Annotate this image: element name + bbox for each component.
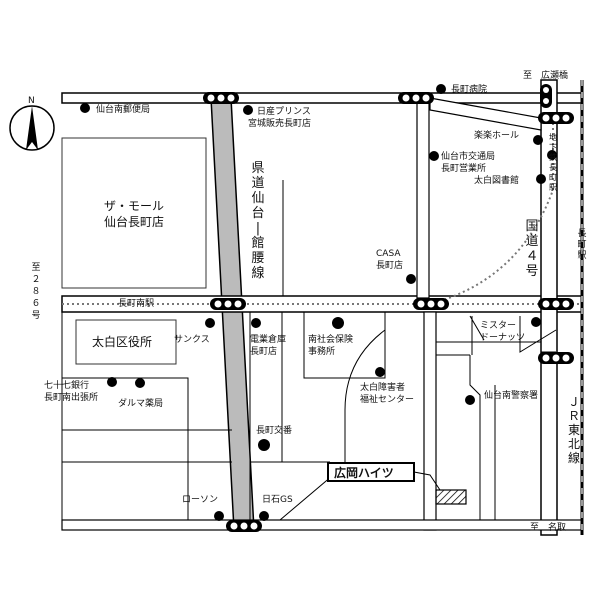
koban-label: 長町交番: [256, 424, 292, 436]
route4-char: 号: [525, 264, 538, 279]
ward-office-label: 太白区役所: [92, 334, 152, 349]
destination-building: [435, 489, 467, 505]
signal-icon: [538, 352, 574, 364]
compass-north-label: N: [28, 96, 35, 106]
destination-label: 広岡ハイツ: [334, 465, 394, 480]
shaho-label-1: 南社会保険: [308, 333, 353, 345]
signal-icon: [413, 298, 449, 310]
kendo-char: 道: [251, 176, 264, 191]
fukushi-label-2: 福祉センター: [360, 393, 414, 405]
top-road: [61, 92, 583, 104]
r286-char: ２: [31, 275, 40, 285]
landmark-dots: [80, 84, 557, 521]
kotsu-label-2: 長町営業所: [441, 162, 486, 174]
post-office-label: 仙台南郵便局: [96, 103, 150, 115]
kendo-char: 線: [251, 265, 264, 281]
signal-icon: [398, 92, 434, 104]
kendo-char: 仙: [251, 191, 264, 206]
subway-char: 駅: [549, 183, 557, 192]
misdo-label-1: ミスター: [480, 320, 516, 331]
police-label: 仙台南警察署: [484, 389, 538, 401]
subway-char: 鉄: [549, 152, 557, 162]
lower-center-road: [423, 311, 437, 531]
compass-icon: N: [9, 96, 55, 151]
shaho-label-2: 事務所: [308, 345, 335, 357]
nisseki-label: 日石GS: [262, 494, 293, 505]
jr-char: Ｒ: [568, 409, 580, 423]
jr-char: 線: [568, 450, 580, 465]
subway-char: 下: [549, 143, 557, 152]
subway-station-label: 長町南駅: [118, 297, 154, 309]
the-mall-label-1: ザ・モール: [104, 199, 164, 213]
minor-streets: [61, 180, 557, 521]
fukushi-label-1: 太白障害者: [360, 381, 405, 393]
jr-char: Ｊ: [568, 395, 580, 409]
traffic-signals: [203, 84, 574, 532]
subway-char: 町: [549, 173, 557, 182]
sunkus-label: サンクス: [174, 334, 210, 345]
kendo-char: 台: [251, 206, 264, 221]
bank77-label-1: 七十七銀行: [44, 379, 89, 391]
densan-label-1: 電業倉庫: [250, 333, 286, 345]
route4-char: 国: [525, 219, 538, 234]
route4-char: ４: [525, 249, 538, 264]
the-mall-label-2: 仙台長町店: [104, 214, 164, 229]
kendo-char: 腰: [251, 251, 264, 266]
subway-char: 長: [549, 163, 557, 172]
nissan-label-1: 日産プリンス: [257, 105, 311, 117]
misdo-label-2: ドーナッツ: [480, 332, 525, 343]
the-mall-building: [61, 137, 207, 289]
kendo-char: 館: [251, 236, 264, 251]
kotsu-label-1: 仙台市交通局: [441, 150, 495, 162]
station-char: 町: [577, 240, 586, 250]
jr-char: 東: [568, 423, 580, 437]
nagamachi-station-label: 長町駅: [577, 228, 586, 261]
r286-char: 至: [31, 262, 40, 273]
kendo-char: 県: [251, 161, 264, 176]
nissan-label-2: 宮城販売長町店: [248, 117, 311, 129]
signal-icon: [538, 112, 574, 124]
library-label: 太白図書館: [474, 174, 519, 186]
station-char: 長: [577, 228, 586, 239]
jr-char: 北: [568, 437, 580, 451]
bank77-label-2: 長町南出張所: [44, 391, 98, 403]
signal-icon: [203, 92, 239, 104]
daruma-label: ダルマ薬局: [118, 397, 163, 409]
lawson-label: ローソン: [182, 495, 218, 505]
rakuraku-label: 楽楽ホール: [474, 129, 519, 141]
r286-char: 号: [31, 310, 40, 321]
route286-direction-label: 至 ２ ８ ６号: [31, 262, 40, 321]
kendo-char: |: [256, 221, 260, 236]
direction-natori-label: 至 名取: [530, 521, 566, 533]
kendo-road: [210, 97, 255, 531]
subway-char: 地: [549, 132, 557, 142]
station-char: 駅: [577, 250, 586, 261]
bottom-road: [61, 519, 583, 531]
signal-icon: [226, 520, 262, 532]
hospital-label: 長町病院: [451, 83, 487, 95]
ward-office-building: [75, 319, 177, 365]
r286-char: ６: [31, 299, 40, 309]
route4-char: 道: [525, 234, 538, 249]
signal-icon: [540, 84, 552, 108]
direction-hirose-label: 至 広瀬橋: [523, 69, 568, 81]
signal-icon: [210, 298, 246, 310]
casa-label-2: 長町店: [376, 259, 403, 271]
destination-marker[interactable]: 広岡ハイツ: [327, 462, 467, 505]
densan-label-2: 長町店: [250, 345, 277, 357]
r286-char: ８: [31, 287, 40, 297]
hospital-road: [416, 97, 430, 299]
casa-label-1: CASA: [376, 249, 401, 259]
signal-icon: [538, 298, 574, 310]
